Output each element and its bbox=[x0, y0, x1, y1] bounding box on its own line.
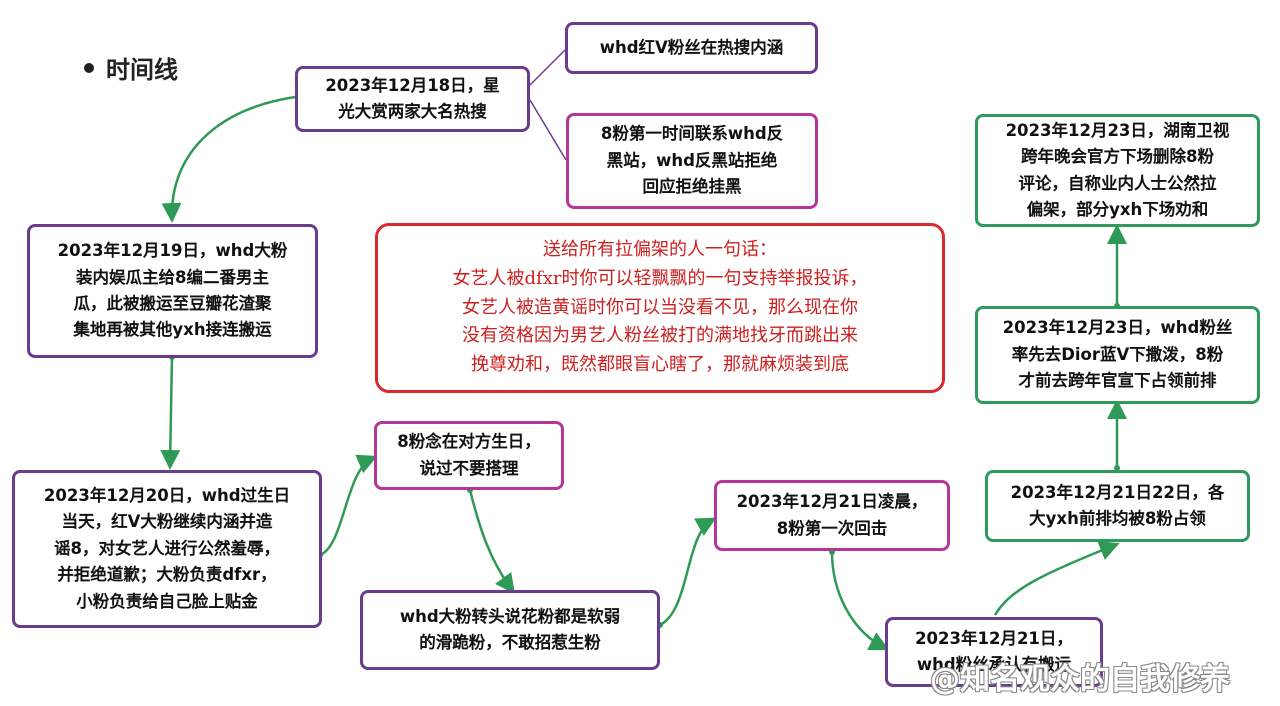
timeline-node-dec20: 2023年12月20日，whd过生日 当天，红V大粉继续内涵并造 谣8，对女艺人… bbox=[12, 470, 322, 628]
timeline-node-dec21: 2023年12月21日， whd粉丝承认有搬运 bbox=[885, 617, 1103, 687]
node-text: 8粉第一时间联系whd反 黑站，whd反黑站拒绝 回应拒绝挂黑 bbox=[600, 124, 784, 197]
node-ignore-birthday: 8粉念在对方生日， 说过不要搭理 bbox=[374, 421, 564, 490]
node-text: 2023年12月23日，whd粉丝 率先去Dior蓝V下撒泼，8粉 才前去跨年官… bbox=[1002, 318, 1233, 391]
arrow-n5-to-n6 bbox=[319, 454, 378, 557]
timeline-title: 时间线 bbox=[106, 56, 178, 84]
timeline-node-dec21-dawn: 2023年12月21日凌晨， 8粉第一次回击 bbox=[714, 480, 950, 551]
node-text: 8粉念在对方生日， 说过不要搭理 bbox=[397, 432, 541, 478]
node-text: 2023年12月19日，whd大粉 装内娱瓜主给8编二番男主 瓜，此被搬运至豆瓣… bbox=[57, 241, 288, 340]
node-weak-fans-claim: whd大粉转头说花粉都是软弱 的滑跪粉，不敢招惹生粉 bbox=[360, 590, 660, 670]
arrow-n7-to-n8 bbox=[659, 517, 717, 627]
arrow-n9-to-n10 bbox=[993, 541, 1120, 616]
node-text: 2023年12月21日22日，各 大yxh前排均被8粉占领 bbox=[1010, 482, 1225, 528]
line-n1-to-n2 bbox=[529, 49, 566, 86]
statement-line-3: 女艺人被造黄谣时你可以当没看不见，那么现在你 bbox=[462, 296, 858, 318]
node-text: 2023年12月18日，星 光大赏两家大名热搜 bbox=[325, 75, 500, 121]
node-contact-anti-black: 8粉第一时间联系whd反 黑站，whd反黑站拒绝 回应拒绝挂黑 bbox=[566, 113, 818, 209]
node-text: 2023年12月21日凌晨， 8粉第一次回击 bbox=[736, 492, 928, 538]
timeline-node-dec19: 2023年12月19日，whd大粉 装内娱瓜主给8编二番男主 瓜，此被搬运至豆瓣… bbox=[27, 224, 318, 358]
line-n1-to-n3 bbox=[529, 99, 567, 161]
node-text: 2023年12月23日，湖南卫视 跨年晚会官方下场删除8粉 评论，自称业内人士公… bbox=[1005, 120, 1230, 219]
arrow-n1-to-n4 bbox=[161, 95, 296, 223]
arrow-n8-to-n9 bbox=[830, 551, 890, 651]
bullet-icon bbox=[84, 62, 94, 73]
statement-box: 送给所有拉偏架的人一句话： 女艺人被dfxr时你可以轻飘飘的一句支持举报投诉， … bbox=[375, 223, 945, 393]
node-text: whd红V粉丝在热搜内涵 bbox=[599, 37, 784, 57]
arrow-n6-to-n7 bbox=[468, 489, 515, 595]
watermark: @知名观众的自我修养 bbox=[930, 662, 1230, 697]
node-text: whd大粉转头说花粉都是软弱 的滑跪粉，不敢招惹生粉 bbox=[399, 606, 621, 652]
arrow-n4-to-n5 bbox=[160, 356, 181, 470]
statement-line-4: 没有资格因为男艺人粉丝被打的满地找牙而跳出来 bbox=[462, 325, 858, 347]
node-text: 2023年12月20日，whd过生日 当天，红V大粉继续内涵并造 谣8，对女艺人… bbox=[43, 486, 291, 611]
node-hot-search-innuendo: whd红V粉丝在热搜内涵 bbox=[565, 22, 818, 74]
timeline-node-dec21-22: 2023年12月21日22日，各 大yxh前排均被8粉占领 bbox=[985, 470, 1250, 542]
statement-line-2: 女艺人被dfxr时你可以轻飘飘的一句支持举报投诉， bbox=[452, 267, 868, 289]
node-text: 2023年12月21日， whd粉丝承认有搬运 bbox=[915, 628, 1073, 674]
timeline-heading: 时间线 bbox=[84, 50, 178, 85]
timeline-node-dec23-dior: 2023年12月23日，whd粉丝 率先去Dior蓝V下撒泼，8粉 才前去跨年官… bbox=[975, 306, 1260, 404]
timeline-node-dec23-hunan-tv: 2023年12月23日，湖南卫视 跨年晚会官方下场删除8粉 评论，自称业内人士公… bbox=[975, 114, 1260, 227]
statement-line-5: 挽尊劝和，既然都眼盲心瞎了，那就麻烦装到底 bbox=[471, 354, 849, 376]
timeline-node-dec18: 2023年12月18日，星 光大赏两家大名热搜 bbox=[295, 66, 530, 132]
statement-line-1: 送给所有拉偏架的人一句话： bbox=[543, 239, 777, 260]
